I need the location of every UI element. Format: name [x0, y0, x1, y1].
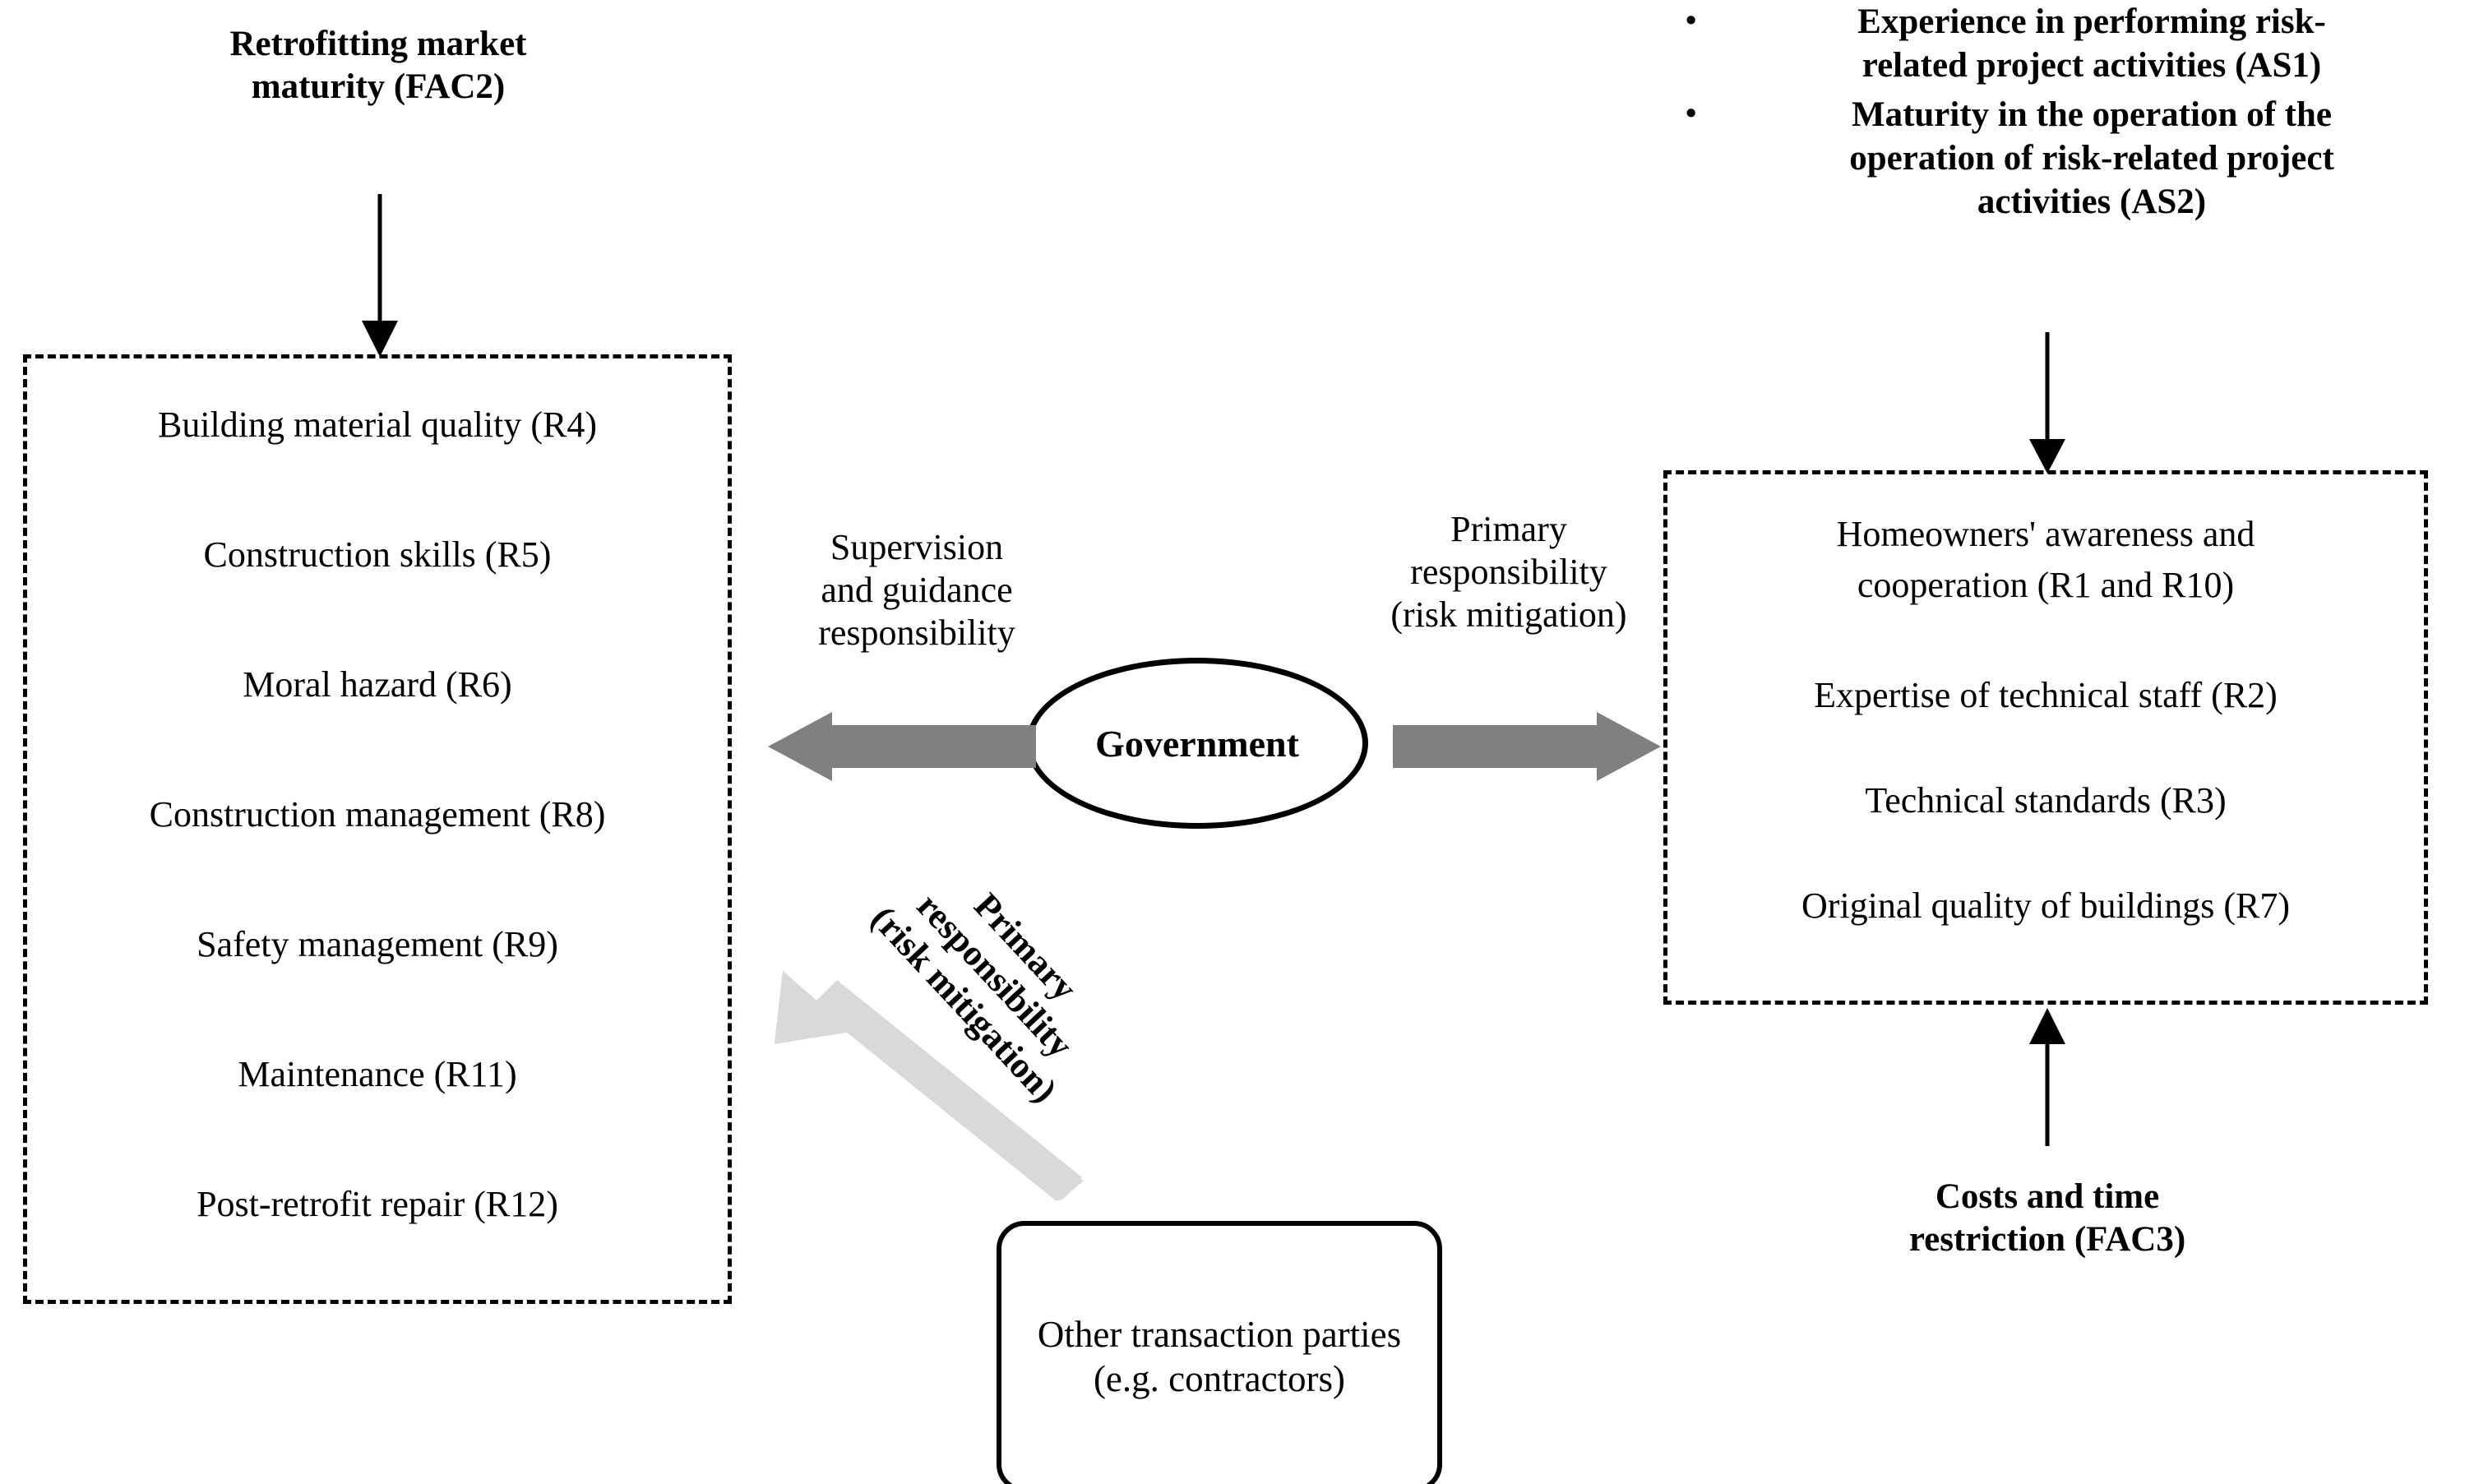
- fac3-line-1: Costs and time: [1935, 1177, 2160, 1216]
- government-node[interactable]: Government: [1026, 658, 1368, 829]
- as2-line-2: operation of risk-related project: [1849, 138, 2334, 178]
- risk-item-r1-r10-line1: Homeowners' awareness and: [1836, 514, 2255, 554]
- risk-item-r4: Building material quality (R4): [157, 405, 597, 445]
- arrow-primary-responsibility-right: [1393, 712, 1661, 781]
- fac3-line-2: restriction (FAC3): [1908, 1220, 2186, 1260]
- assumption-as1-text: Experience in performing risk- related p…: [1718, 0, 2465, 88]
- as1-line-1: Experience in performing risk-: [1857, 2, 2326, 41]
- arrow-other-parties-to-government: [775, 970, 1084, 1200]
- arrow-supervision-left: [768, 712, 1036, 781]
- government-label: Government: [1095, 722, 1299, 765]
- primary-right-line-2: responsibility: [1410, 551, 1607, 592]
- assumption-as2-text: Maturity in the operation of the operati…: [1718, 93, 2465, 224]
- right-risk-container: Homeowners' awareness and cooperation (R…: [1663, 470, 2428, 1005]
- assumption-item-as2: • Maturity in the operation of the opera…: [1686, 93, 2465, 224]
- fac2-line-1: Retrofitting market: [229, 25, 527, 63]
- other-transaction-parties-node[interactable]: Other transaction parties (e.g. contract…: [997, 1221, 1442, 1484]
- risk-item-r5: Construction skills (R5): [203, 534, 552, 575]
- risk-item-r3: Technical standards (R3): [1865, 780, 2227, 821]
- risk-item-r12: Post-retrofit repair (R12): [197, 1184, 558, 1224]
- risk-item-r7: Original quality of buildings (R7): [1801, 885, 2290, 926]
- supervision-line-1: Supervision: [830, 527, 1004, 567]
- factor-label-fac2: Retrofitting market maturity (FAC2): [49, 23, 707, 109]
- label-primary-responsibility-right: Primary responsibility (risk mitigation): [1332, 508, 1686, 636]
- primary-right-line-3: (risk mitigation): [1390, 594, 1627, 635]
- arrow-fac2-to-left-box: [362, 194, 398, 357]
- as1-line-2: related project activities (AS1): [1861, 46, 2322, 86]
- primary-right-line-1: Primary: [1450, 509, 1567, 549]
- risk-item-r9: Safety management (R9): [197, 924, 558, 964]
- risk-item-r2: Expertise of technical staff (R2): [1814, 675, 2278, 715]
- risk-item-r8: Construction management (R8): [149, 794, 606, 834]
- supervision-line-2: and guidance: [821, 569, 1013, 610]
- other-parties-label: Other transaction parties (e.g. contract…: [1037, 1314, 1402, 1399]
- arrow-fac3-to-right-box: [2029, 1008, 2065, 1146]
- risk-item-r6: Moral hazard (R6): [243, 664, 512, 705]
- as2-line-3: activities (AS2): [1977, 183, 2207, 222]
- fac2-line-2: maturity (FAC2): [251, 67, 506, 107]
- assumption-item-as1: • Experience in performing risk- related…: [1686, 0, 2465, 88]
- risk-item-r1-r10-line2: cooperation (R1 and R10): [1857, 565, 2235, 605]
- left-risk-container: Building material quality (R4) Construct…: [23, 354, 732, 1304]
- factor-label-fac3: Costs and time restriction (FAC3): [1743, 1176, 2352, 1262]
- bullet-icon: •: [1686, 95, 1697, 131]
- label-supervision-and-guidance: Supervision and guidance responsibility: [744, 526, 1089, 654]
- risk-item-r11: Maintenance (R11): [238, 1054, 517, 1094]
- arrow-assumptions-to-right-box: [2029, 332, 2065, 474]
- as2-line-1: Maturity in the operation of the: [1851, 95, 2332, 134]
- assumptions-list: • Experience in performing risk- related…: [1686, 0, 2465, 229]
- supervision-line-3: responsibility: [818, 612, 1015, 653]
- bullet-icon: •: [1686, 3, 1697, 38]
